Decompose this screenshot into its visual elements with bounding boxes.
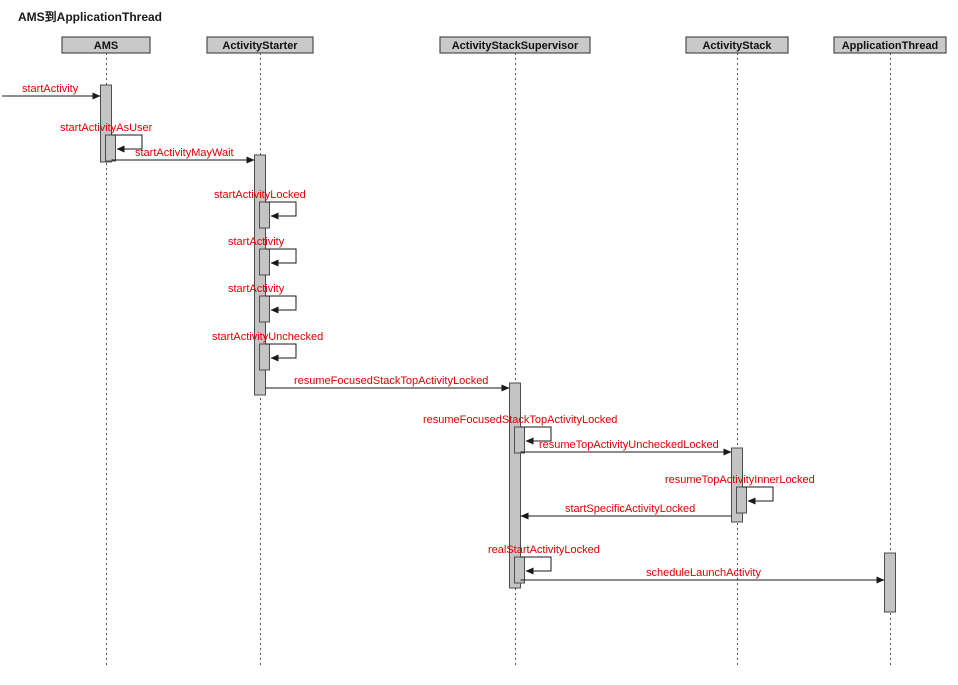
message-7-startActivityUnchecked-nested-activation: [259, 343, 270, 371]
message-11-resumeTopActivityInnerLocked-nested-activation: [736, 486, 747, 514]
message-9-resumeFocusedStackTopActivityLocked-label: resumeFocusedStackTopActivityLocked: [423, 414, 617, 426]
message-6-startActivity-nested-activation: [259, 295, 270, 323]
message-3-startActivityMayWait-arrowhead: [246, 156, 255, 164]
message-2-startActivityAsUser-nested-activation: [105, 134, 116, 162]
message-12-startSpecificActivityLocked-label: startSpecificActivityLocked: [565, 503, 695, 515]
participant-ActivityStackSupervisor: [439, 36, 591, 54]
message-8-resumeFocusedStackTopActivityLocked-arrowhead: [501, 384, 510, 392]
participant-label-ActivityStackSupervisor: ActivityStackSupervisor: [452, 40, 579, 52]
message-6-startActivity-arrowhead: [270, 306, 279, 314]
diagram-title: AMS到ApplicationThread: [18, 10, 163, 24]
message-13-realStartActivityLocked-label: realStartActivityLocked: [488, 544, 600, 556]
participant-label-ActivityStack: ActivityStack: [702, 40, 772, 52]
message-5-startActivity-label: startActivity: [228, 236, 285, 248]
message-2-startActivityAsUser-line: [111, 134, 143, 150]
message-14-scheduleLaunchActivity-label: scheduleLaunchActivity: [646, 567, 761, 579]
message-5-startActivity-line: [265, 248, 297, 264]
message-5-startActivity-nested-activation: [259, 248, 270, 276]
message-11-resumeTopActivityInnerLocked-arrowhead: [747, 497, 756, 505]
message-4-startActivityLocked-nested-activation: [259, 201, 270, 229]
message-1-startActivity-arrowhead: [92, 92, 101, 100]
participant-ApplicationThread: [833, 36, 947, 54]
message-8-resumeFocusedStackTopActivityLocked-label: resumeFocusedStackTopActivityLocked: [294, 375, 488, 387]
message-1-startActivity-label: startActivity: [22, 83, 79, 95]
message-9-resumeFocusedStackTopActivityLocked-nested-activation: [514, 426, 525, 454]
message-13-realStartActivityLocked-line: [520, 556, 552, 572]
message-11-resumeTopActivityInnerLocked-line: [742, 486, 774, 502]
message-7-startActivityUnchecked-label: startActivityUnchecked: [212, 331, 323, 343]
message-14-scheduleLaunchActivity-arrowhead: [876, 576, 885, 584]
message-6-startActivity-line: [265, 295, 297, 311]
message-11-resumeTopActivityInnerLocked-label: resumeTopActivityInnerLocked: [665, 474, 815, 486]
message-6-startActivity-label: startActivity: [228, 283, 285, 295]
message-4-startActivityLocked-label: startActivityLocked: [214, 189, 306, 201]
message-13-realStartActivityLocked-arrowhead: [525, 567, 534, 575]
activation-ActivityStack: [731, 447, 743, 523]
message-4-startActivityLocked-arrowhead: [270, 212, 279, 220]
message-9-resumeFocusedStackTopActivityLocked-line: [520, 426, 552, 442]
participant-label-ApplicationThread: ApplicationThread: [842, 40, 939, 52]
message-13-realStartActivityLocked-nested-activation: [514, 556, 525, 584]
message-5-startActivity-arrowhead: [270, 259, 279, 267]
message-2-startActivityAsUser-arrowhead: [116, 145, 125, 153]
message-12-startSpecificActivityLocked-arrowhead: [520, 512, 529, 520]
participant-ActivityStarter: [206, 36, 314, 54]
activation-AMS: [100, 84, 112, 163]
message-7-startActivityUnchecked-line: [265, 343, 297, 359]
message-7-startActivityUnchecked-arrowhead: [270, 354, 279, 362]
message-4-startActivityLocked-line: [265, 201, 297, 217]
message-9-resumeFocusedStackTopActivityLocked-arrowhead: [525, 437, 534, 445]
message-10-resumeTopActivityUncheckedLocked-arrowhead: [723, 448, 732, 456]
participant-AMS: [61, 36, 151, 54]
message-3-startActivityMayWait-label: startActivityMayWait: [135, 147, 234, 159]
activation-ApplicationThread: [884, 552, 896, 613]
message-10-resumeTopActivityUncheckedLocked-label: resumeTopActivityUncheckedLocked: [539, 439, 719, 451]
message-2-startActivityAsUser-label: startActivityAsUser: [60, 122, 153, 134]
participant-label-ActivityStarter: ActivityStarter: [222, 40, 298, 52]
activation-ActivityStackSupervisor: [509, 382, 521, 589]
participant-ActivityStack: [685, 36, 789, 54]
participant-label-AMS: AMS: [94, 40, 118, 52]
